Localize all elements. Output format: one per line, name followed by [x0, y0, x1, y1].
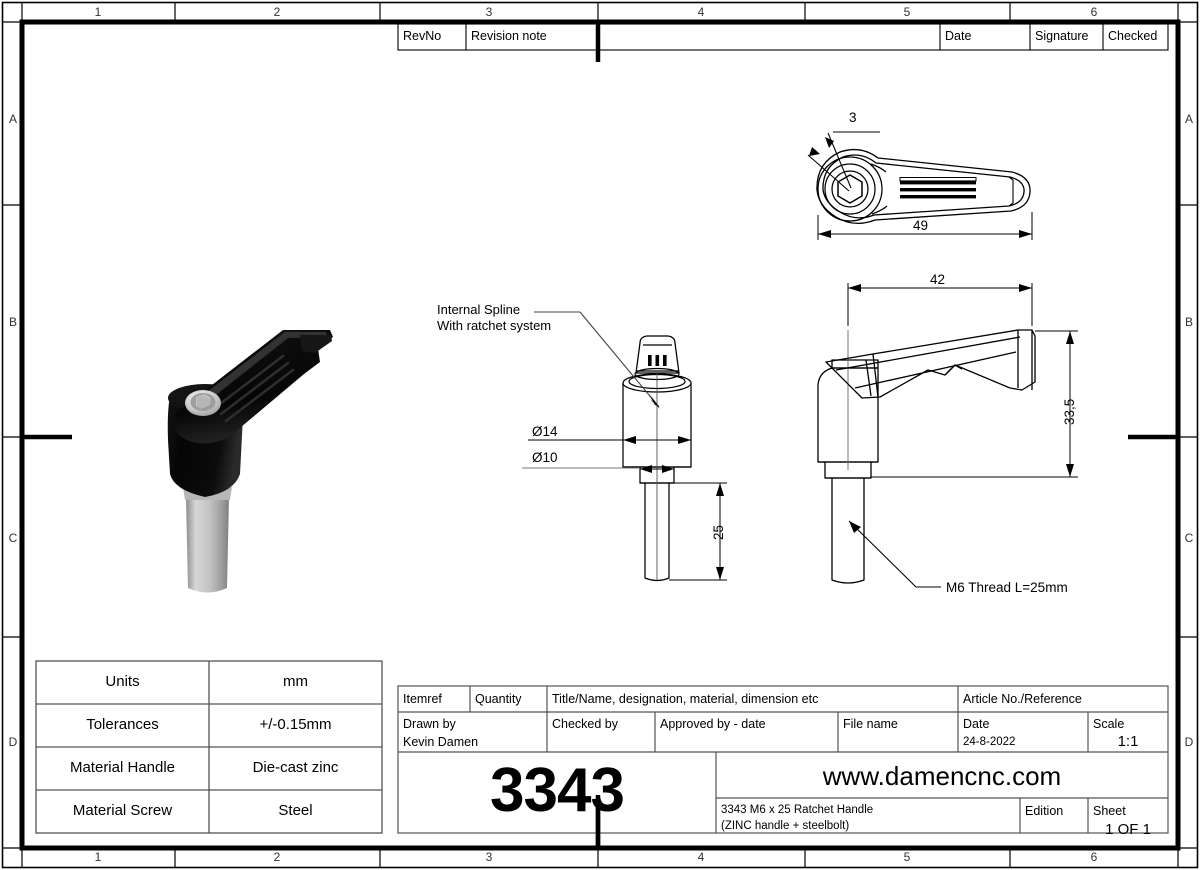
dim-handle-height: 33,5 [1062, 398, 1077, 425]
title-sheet-value: 1 OF 1 [1105, 821, 1151, 838]
part-number: 3343 [490, 756, 625, 825]
spec-row-value-material-handle: Die-cast zinc [252, 759, 339, 776]
zone-label-right-b: B [1184, 315, 1193, 329]
dim-boss-diameter: Ø14 [532, 424, 558, 439]
zone-label-left-d: D [8, 735, 18, 749]
zone-label-bottom-6: 6 [1090, 850, 1098, 864]
spec-row-label-material-handle: Material Handle [69, 759, 176, 776]
rev-header-checked: Checked [1108, 29, 1158, 43]
zone-label-left-a: A [8, 112, 17, 126]
zone-label-bottom-5: 5 [903, 850, 911, 864]
zone-label-bottom-3: 3 [485, 850, 493, 864]
title-quantity-label: Quantity [475, 692, 522, 706]
dim-overall-length: 49 [913, 218, 929, 233]
spec-row-label-material-screw: Material Screw [72, 802, 173, 819]
zone-label-bottom-1: 1 [94, 850, 102, 864]
dim-handle-reach: 42 [930, 272, 946, 287]
title-itemref-label: Itemref [403, 692, 442, 706]
zone-label-right-a: A [1184, 112, 1193, 126]
spline-note-line2: With ratchet system [437, 318, 552, 334]
zone-label-bottom-2: 2 [273, 850, 281, 864]
spec-row-label-tolerances: Tolerances [86, 716, 159, 733]
title-sheet-label: Sheet [1093, 804, 1126, 818]
title-article-label: Article No./Reference [963, 692, 1082, 706]
zone-label-top-3: 3 [485, 5, 493, 19]
title-approved-by-label: Approved by - date [660, 717, 766, 731]
zone-label-top-1: 1 [94, 5, 102, 19]
zone-label-bottom-4: 4 [697, 850, 705, 864]
part-description-line2: (ZINC handle + steelbolt) [721, 820, 850, 832]
title-date-label: Date [963, 717, 990, 731]
dim-lever-thickness: 3 [849, 110, 857, 125]
title-checked-by-label: Checked by [552, 717, 619, 731]
rev-header-signature: Signature [1035, 29, 1089, 43]
spec-row-value-tolerances: +/-0.15mm [259, 716, 332, 733]
title-drawn-by-label: Drawn by [403, 717, 456, 731]
title-edition-label: Edition [1025, 804, 1064, 818]
spec-row-label-units: Units [105, 673, 140, 690]
spec-row-value-units: mm [283, 673, 308, 690]
dim-thread-length: 25 [711, 524, 726, 540]
zone-label-right-c: C [1184, 531, 1194, 545]
zone-label-right-d: D [1184, 735, 1194, 749]
spec-row-value-material-screw: Steel [278, 802, 313, 819]
title-scale-value: 1:1 [1117, 733, 1139, 750]
spline-note-line1: Internal Spline [437, 302, 521, 317]
zone-label-top-6: 6 [1090, 5, 1098, 19]
thread-note: M6 Thread L=25mm [946, 580, 1068, 595]
rev-header-date: Date [945, 29, 972, 43]
title-drawn-by-value: Kevin Damen [403, 735, 479, 749]
dim-collar-diameter: Ø10 [532, 450, 558, 465]
rev-header-note: Revision note [471, 29, 547, 43]
title-scale-label: Scale [1093, 717, 1125, 731]
part-description-line1: 3343 M6 x 25 Ratchet Handle [721, 804, 874, 816]
zone-label-top-2: 2 [273, 5, 281, 19]
zone-label-top-5: 5 [903, 5, 911, 19]
zone-label-left-b: B [8, 315, 17, 329]
title-file-name-label: File name [843, 717, 898, 731]
rev-header-revno: RevNo [403, 29, 442, 43]
website: www.damencnc.com [822, 761, 1062, 791]
zone-label-top-4: 4 [697, 5, 705, 19]
title-name-label: Title/Name, designation, material, dimen… [552, 692, 819, 706]
title-date-value: 24-8-2022 [963, 736, 1016, 748]
zone-label-left-c: C [8, 531, 18, 545]
